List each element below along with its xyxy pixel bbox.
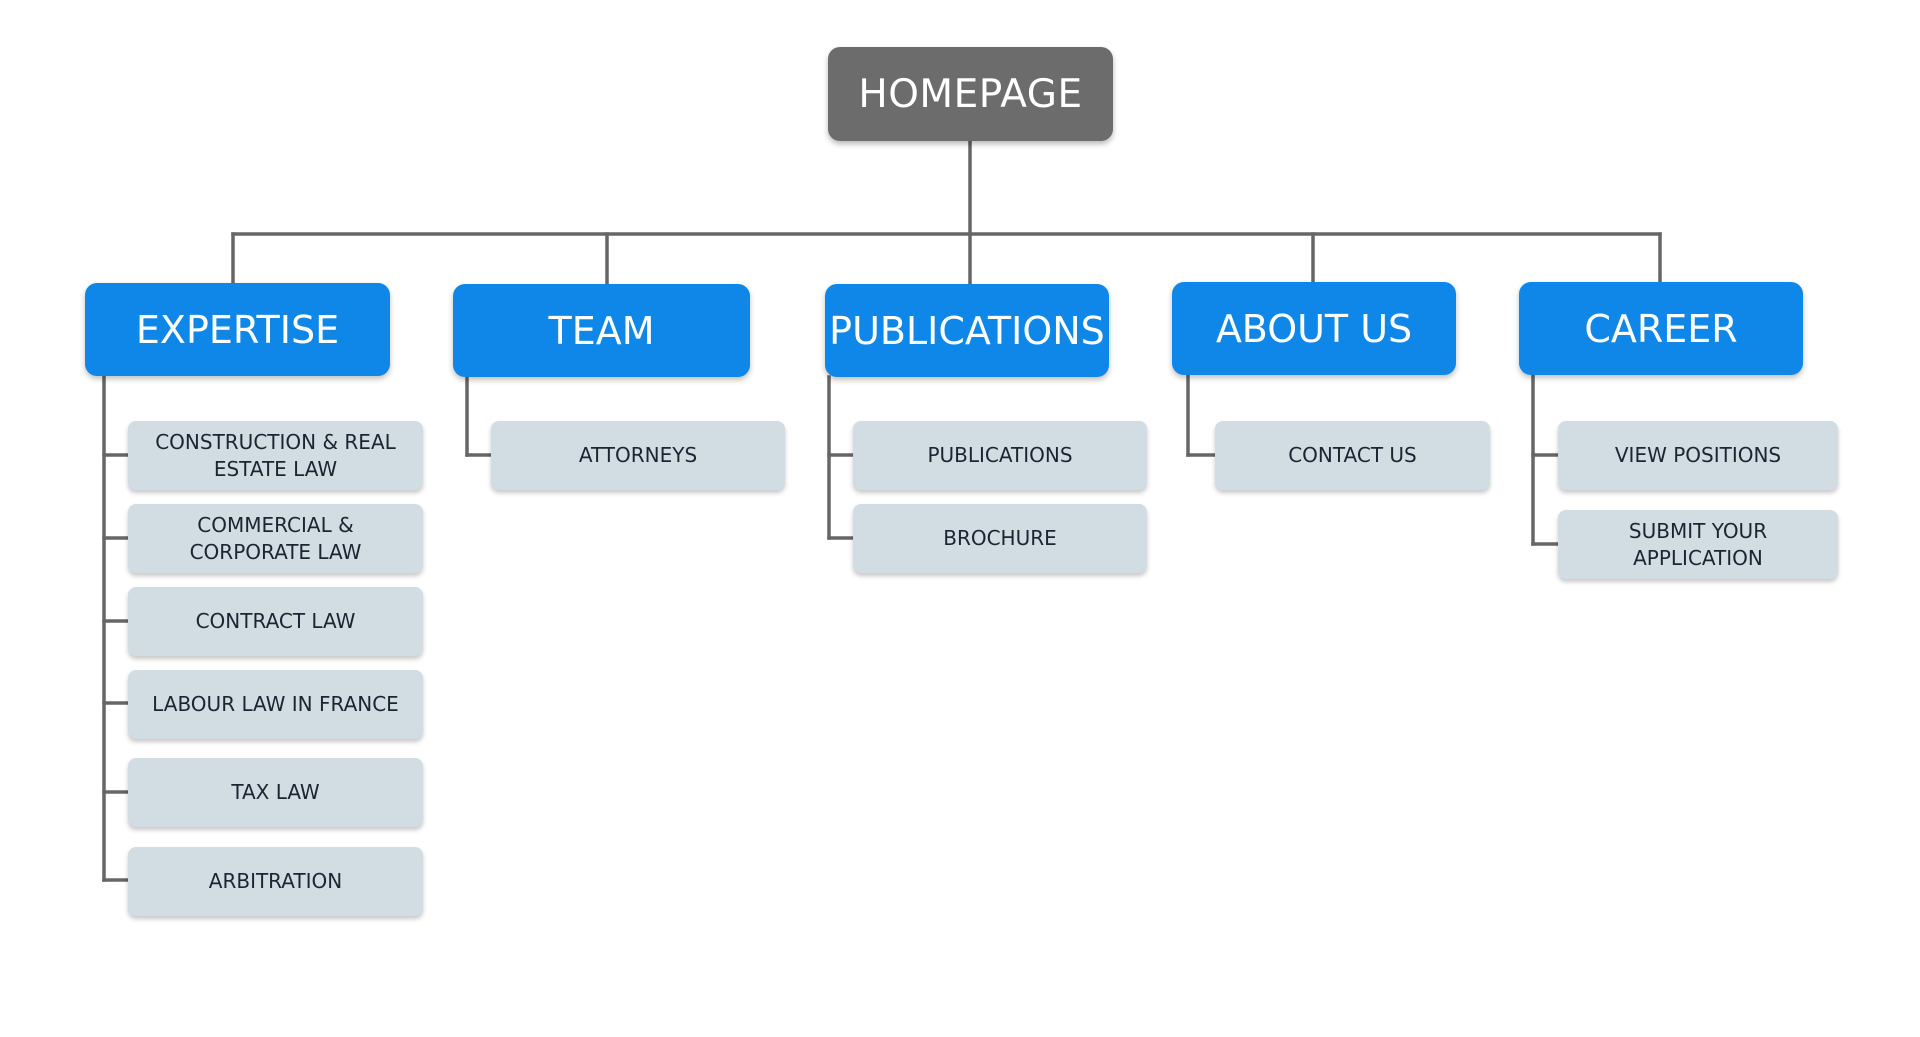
page-contract-law[interactable]: CONTRACT LAW — [128, 587, 423, 656]
page-tax-law[interactable]: TAX LAW — [128, 758, 423, 827]
section-expertise[interactable]: EXPERTISE — [85, 283, 390, 376]
homepage-node[interactable]: HOMEPAGE — [828, 47, 1113, 141]
page-commercial-corporate-law[interactable]: COMMERCIAL & CORPORATE LAW — [128, 504, 423, 573]
page-arbitration[interactable]: ARBITRATION — [128, 847, 423, 916]
page-construction-real-estate-law[interactable]: CONSTRUCTION & REAL ESTATE LAW — [128, 421, 423, 490]
page-publications[interactable]: PUBLICATIONS — [853, 421, 1147, 490]
page-labour-law-in-france[interactable]: LABOUR LAW IN FRANCE — [128, 670, 423, 739]
page-view-positions[interactable]: VIEW POSITIONS — [1558, 421, 1838, 490]
section-publications[interactable]: PUBLICATIONS — [825, 284, 1109, 377]
page-brochure[interactable]: BROCHURE — [853, 504, 1147, 573]
section-career[interactable]: CAREER — [1519, 282, 1803, 375]
page-contact-us[interactable]: CONTACT US — [1215, 421, 1490, 490]
section-about-us[interactable]: ABOUT US — [1172, 282, 1456, 375]
section-team[interactable]: TEAM — [453, 284, 750, 377]
page-attorneys[interactable]: ATTORNEYS — [491, 421, 785, 490]
page-submit-your-application[interactable]: SUBMIT YOUR APPLICATION — [1558, 510, 1838, 579]
